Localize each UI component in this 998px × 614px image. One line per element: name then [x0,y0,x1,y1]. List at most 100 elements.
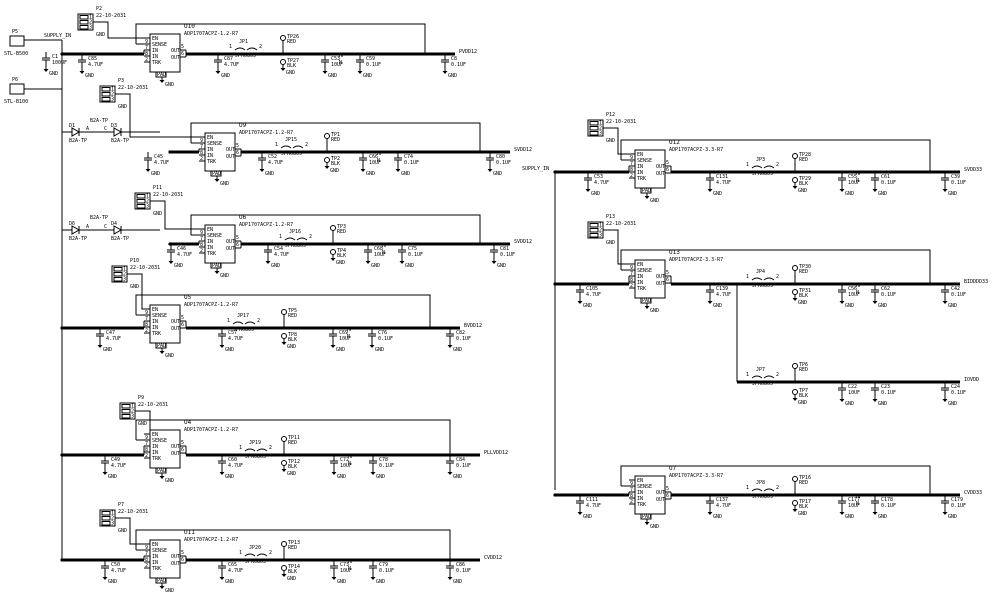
diode-ref: D6 [69,221,75,227]
header-pin-label: 1 [89,15,92,21]
header-pin-icon [101,97,111,102]
ic-pin-name: OUT [226,154,235,160]
ic-pad [155,577,167,584]
ground-label: GND [165,588,174,594]
capacitor-ref: C60 [228,457,237,463]
header-pin-label: 3 [131,414,134,420]
capacitor-value: 4.7UF [228,463,243,469]
testpoint-icon [281,541,287,547]
regulator-part: ADP1707ACPZ-3.3-R7 [669,147,723,153]
ic-pin-name: SENSE [152,42,167,48]
testpoint-ref: TP5 [288,308,297,314]
ic-pin-name: EN [152,36,158,42]
ground-label: GND [948,401,957,407]
ground-label: GND [497,263,506,269]
ic-pin-name: IN [207,147,213,153]
regulator-ref: U4 [184,419,192,426]
capacitor-value: 0.1UF [366,62,381,68]
ground-label: GND [713,191,722,197]
capacitor-ref: C50 [111,562,120,568]
header-pin-label: 2 [146,199,149,205]
jumper-pin-2: 2 [309,234,312,240]
ic-pad [155,342,167,349]
ic-pin-number: 8 [630,493,633,499]
sense-wire [190,214,481,244]
ground-label: GND [591,191,600,197]
ground-icon [370,577,376,580]
diode-ref: D1 [69,123,75,129]
ground-label: GND [453,347,462,353]
junction-dot [60,326,64,330]
wire-layer [24,21,960,586]
ground-icon [281,574,287,577]
header-date: 22-10-2031 [130,265,160,271]
rail-net-label: PVDD12 [459,49,477,55]
supply-net-label: SUPPLY_IN [522,166,549,172]
testpoint-color: RED [288,440,297,446]
header-gnd-label: GND [138,421,147,427]
capacitor-ref: C22 [848,384,857,390]
jumper-part: JPR0805 [752,171,773,177]
regulator-part: ADP1707ACPZ-3.3-R7 [669,473,723,479]
capacitor-value: 4.7UF [586,503,601,509]
rail-net-label: CVDD12 [484,555,502,561]
jumper-icon [256,448,268,452]
ground-label: GND [798,188,807,194]
jumper-icon [292,145,304,149]
ic-pin-number: 9 [630,155,633,161]
enable-wire [603,229,629,265]
testpoint-color: RED [288,545,297,551]
capacitor-value: 4.7UF [586,292,601,298]
header-date: 22-10-2031 [138,402,168,408]
ic-pin-number: 8 [630,167,633,173]
jumper-icon [284,237,296,241]
testpoint-ref: TP12 [288,459,300,465]
ic-pin-number: 2 [145,453,148,459]
ground-icon [872,301,878,304]
capacitor-ref: C8 [451,56,457,62]
header-ref: P2 [96,6,102,12]
ground-label: GND [165,353,174,359]
capacitor-value: 4.7UF [88,62,103,68]
jumper-icon [234,47,246,51]
jumper-part: JPR0805 [752,494,773,500]
ic-pad [210,170,222,177]
capacitor-value: 0.1UF [881,180,896,186]
capacitor-value: 10UF [374,252,386,258]
ground-icon [792,398,798,401]
ic-pad-label: PAD [212,263,221,269]
ground-icon [399,261,405,264]
ic-pin-number: 6 [236,242,239,248]
header-gnd-label: GND [153,211,162,217]
ic-pin-name: OUT [656,274,665,280]
testpoint-ref: TP3 [337,224,346,230]
capacitor-ref: C47 [106,330,115,336]
header-pin-icon [589,121,599,126]
ground-label: GND [798,511,807,517]
jumper-pin-1: 1 [239,445,242,451]
header-pin-label: 2 [599,126,602,132]
jumper-part: JPR0805 [752,381,773,387]
capacitor-ref: C137 [716,497,728,503]
ic-pad [640,187,652,194]
capacitor-ref: C54 [274,246,283,252]
capacitor-value: 4.7UF [154,160,169,166]
capacitor-ref: C81 [500,246,509,252]
regulator-ref: U13 [669,249,680,256]
ic-pad-label: PAD [157,468,166,474]
capacitor-ref: C39 [951,174,960,180]
header-pin-icon [589,228,599,233]
ground-label: GND [375,347,384,353]
ground-label: GND [583,514,592,520]
ground-label: GND [85,73,94,79]
ic-pin-name: IN [152,450,158,456]
jack-part: STL-B100 [4,99,28,105]
junction-dot [553,282,557,286]
regulator-ref: U9 [239,122,247,129]
header-pin-label: 3 [111,97,114,103]
ic-pin-number: 2 [145,57,148,63]
rail-net-label: SVDD33 [964,167,982,173]
header-pin-icon [121,409,131,414]
testpoint-color: BLK [288,569,297,575]
